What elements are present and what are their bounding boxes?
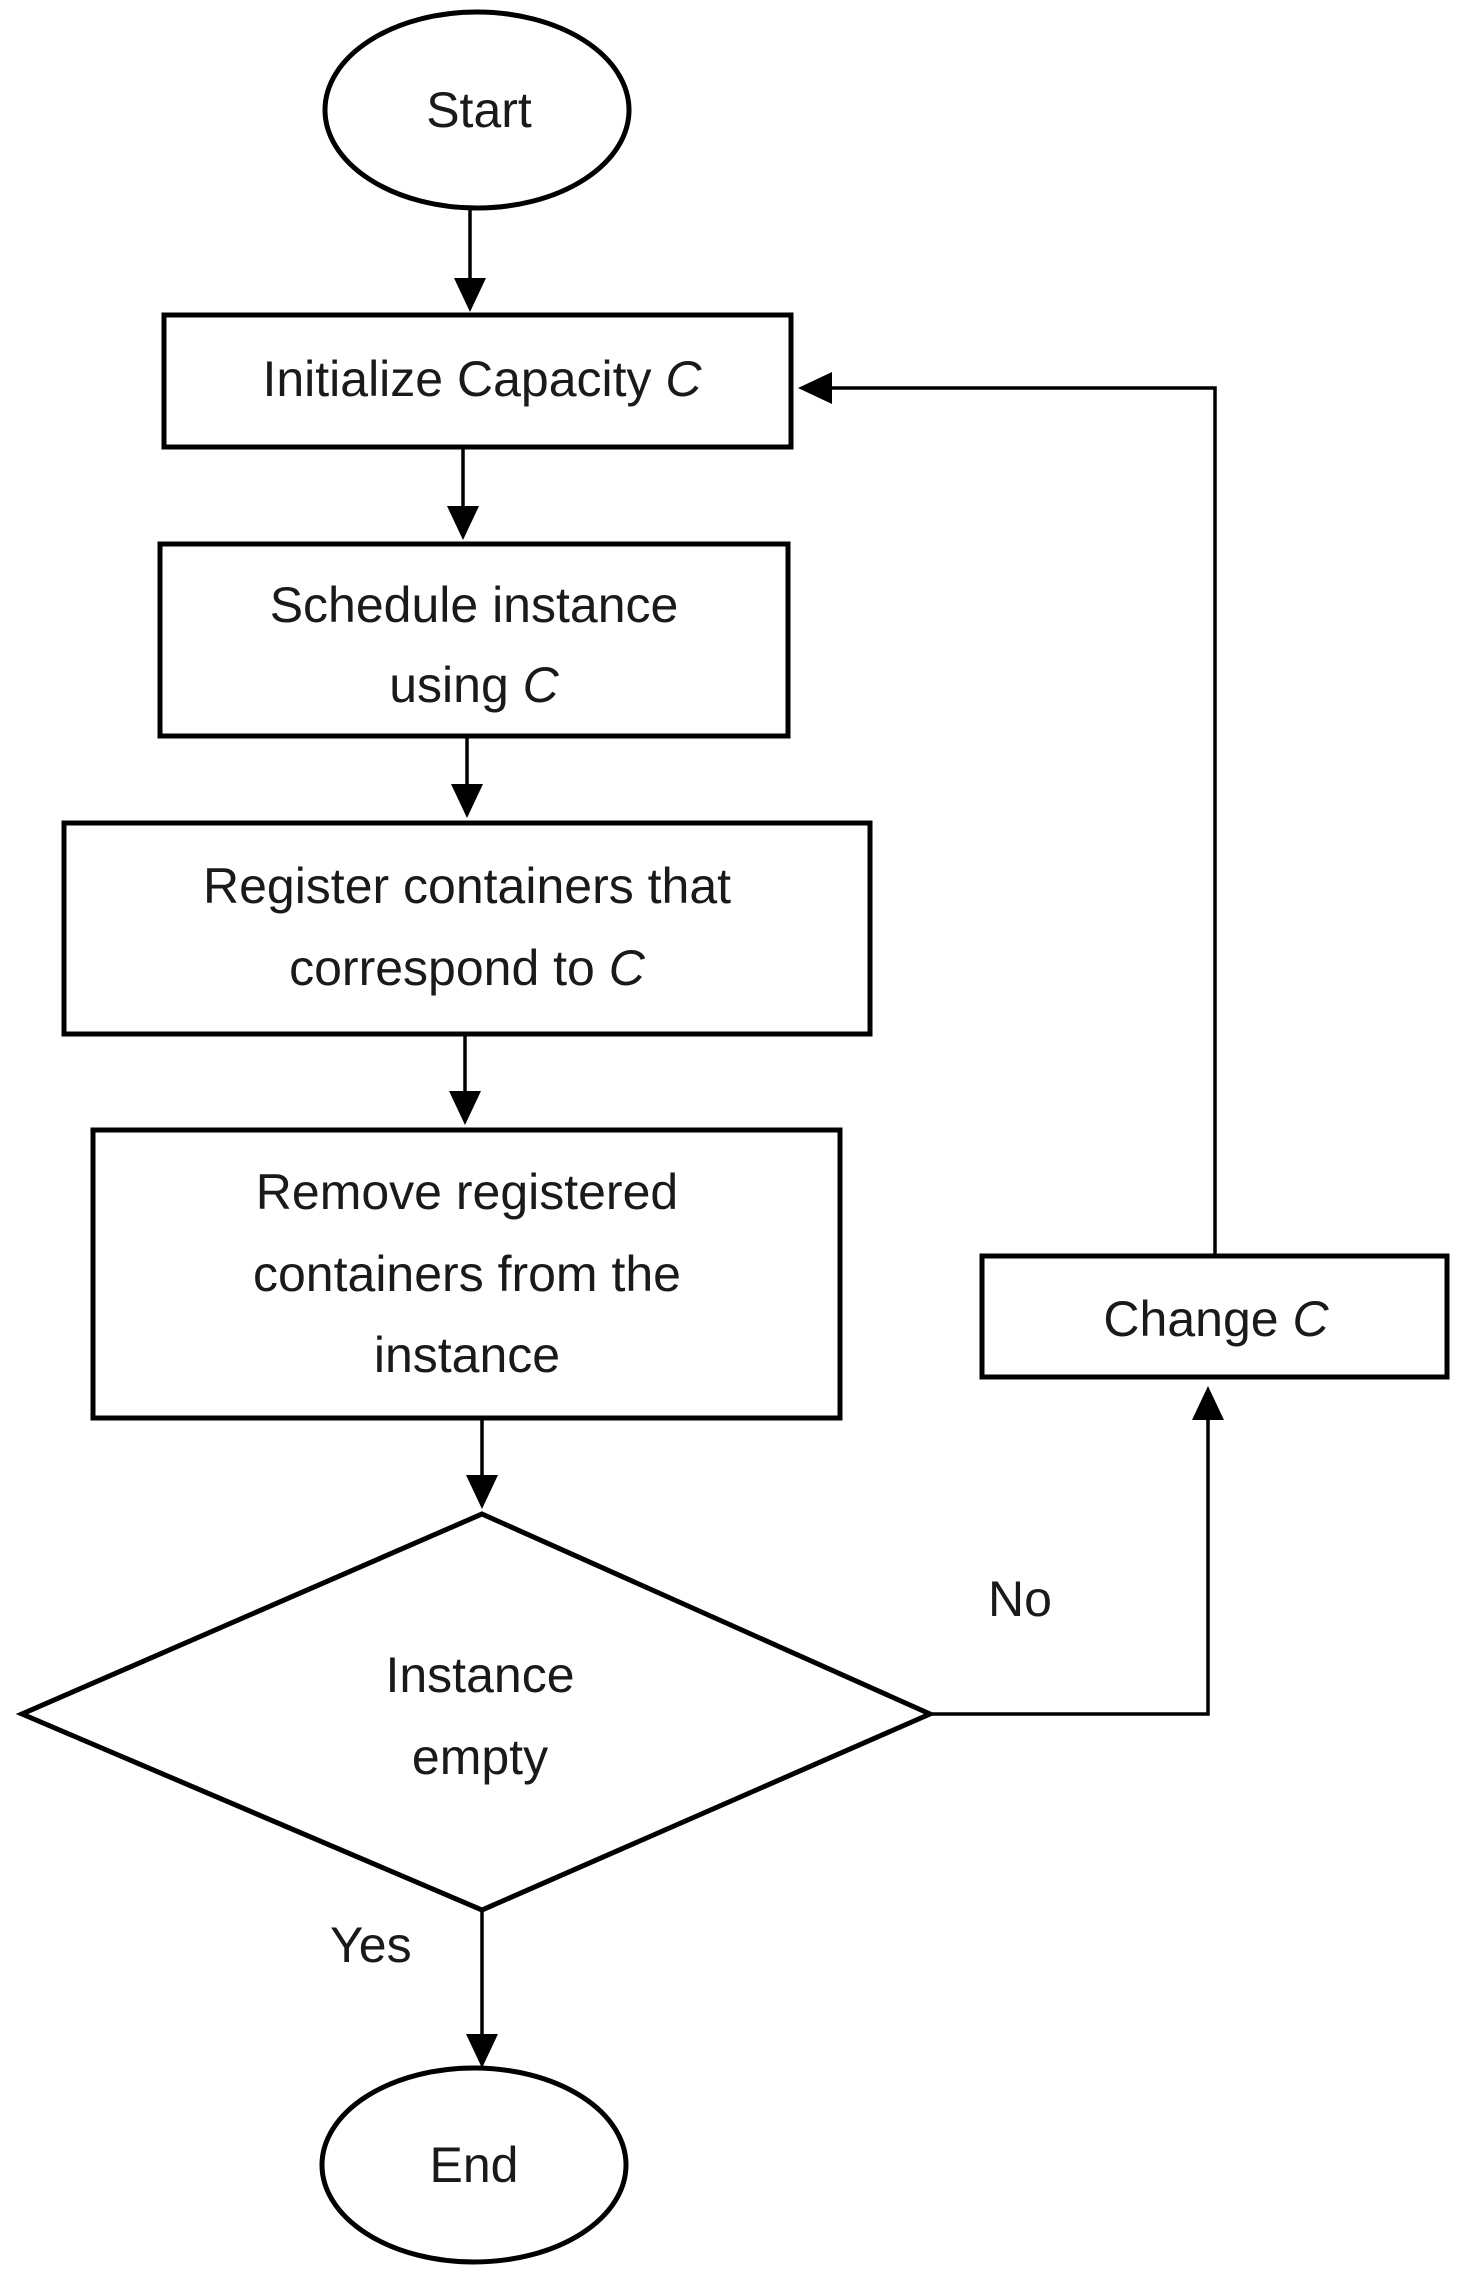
remove-containers-label-line1: Remove registered bbox=[256, 1164, 678, 1220]
change-capacity-label: Change C bbox=[1103, 1291, 1329, 1347]
initialize-capacity-label: Initialize Capacity C bbox=[262, 351, 702, 407]
schedule-instance-label-line2: using C bbox=[389, 657, 559, 713]
decision-label-line2: empty bbox=[412, 1729, 548, 1785]
decision-label-line1: Instance bbox=[385, 1647, 574, 1703]
schedule-instance-label-line1: Schedule instance bbox=[270, 577, 679, 633]
connector-change-to-init bbox=[830, 386, 1217, 1256]
arrowhead-remove-to-decision bbox=[466, 1475, 498, 1509]
edge-label-yes: Yes bbox=[330, 1917, 412, 1973]
end-terminal bbox=[319, 2065, 629, 2265]
instance-empty-decision bbox=[15, 1511, 937, 1913]
schedule-instance-box bbox=[157, 541, 791, 739]
arrowhead-start-to-init bbox=[454, 278, 486, 312]
arrowhead-decision-yes-to-end bbox=[466, 2034, 498, 2068]
change-capacity-box bbox=[979, 1253, 1450, 1380]
remove-containers-box bbox=[90, 1127, 843, 1421]
register-containers-box bbox=[61, 820, 873, 1037]
arrowhead-init-to-schedule bbox=[447, 506, 479, 540]
start-terminal bbox=[322, 9, 632, 211]
register-containers-label-line1: Register containers that bbox=[203, 858, 731, 914]
connector-decision-no-to-change bbox=[930, 1418, 1210, 1716]
remove-containers-label-line2: containers from the bbox=[253, 1246, 681, 1302]
end-label: End bbox=[430, 2137, 519, 2193]
arrowhead-schedule-to-register bbox=[451, 784, 483, 818]
arrowhead-change-to-init bbox=[798, 372, 832, 404]
register-containers-label-line2: correspond to C bbox=[289, 940, 646, 996]
edge-label-no: No bbox=[988, 1571, 1052, 1627]
remove-containers-label-line3: instance bbox=[374, 1327, 560, 1383]
start-label: Start bbox=[426, 82, 532, 138]
initialize-capacity-box bbox=[161, 312, 794, 450]
arrowhead-register-to-remove bbox=[449, 1091, 481, 1125]
arrowhead-decision-no-to-change bbox=[1192, 1386, 1224, 1420]
